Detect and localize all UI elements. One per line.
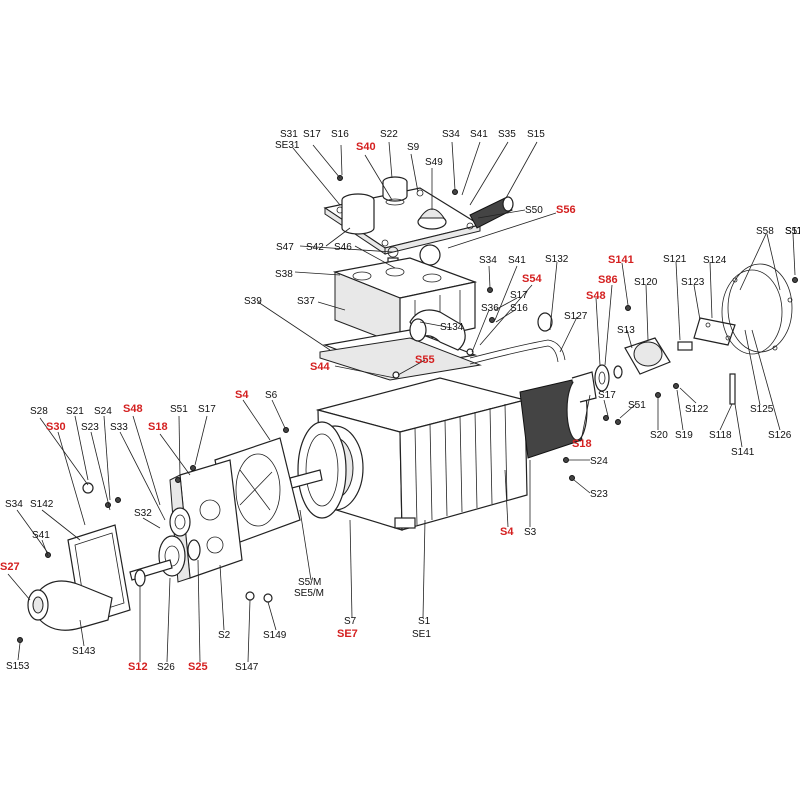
part-label-s47: S47 bbox=[276, 242, 294, 253]
part-label-s86: S86 bbox=[598, 274, 618, 286]
part-label-s19: S19 bbox=[675, 430, 693, 441]
part-label-s36: S36 bbox=[481, 303, 499, 314]
part-label-s44: S44 bbox=[310, 361, 330, 373]
part-label-s143: S143 bbox=[72, 646, 96, 657]
part-label-s27: S27 bbox=[0, 561, 20, 573]
part-label-s31: S31 bbox=[280, 129, 298, 140]
part-label-s51a: S51 bbox=[170, 404, 188, 415]
part-label-s132: S132 bbox=[545, 254, 569, 265]
part-label-se1: SE1 bbox=[412, 629, 431, 640]
part-label-s22: S22 bbox=[380, 129, 398, 140]
part-label-s24b: S24 bbox=[590, 456, 608, 467]
part-label-s17d: S17 bbox=[598, 390, 616, 401]
part-label-s48a: S48 bbox=[586, 290, 606, 302]
part-label-s124: S124 bbox=[703, 255, 727, 266]
part-label-s33: S33 bbox=[110, 422, 128, 433]
part-label-s142: S142 bbox=[30, 499, 54, 510]
part-label-s50: S50 bbox=[525, 205, 543, 216]
part-label-s153: S153 bbox=[6, 661, 30, 672]
part-label-s149: S149 bbox=[263, 630, 287, 641]
part-label-s38: S38 bbox=[275, 269, 293, 280]
part-label-s134: S134 bbox=[440, 322, 464, 333]
part-label-s39: S39 bbox=[244, 296, 262, 307]
part-label-s11: S11 bbox=[785, 226, 800, 237]
part-label-s51b: S51 bbox=[628, 400, 646, 411]
part-label-s24a: S24 bbox=[94, 406, 112, 417]
part-label-s4b: S4 bbox=[500, 526, 514, 538]
part-label-s34c: S34 bbox=[5, 499, 23, 510]
part-label-s28: S28 bbox=[30, 406, 48, 417]
part-label-s16a: S16 bbox=[331, 129, 349, 140]
bell-cover bbox=[27, 580, 113, 631]
part-label-s34a: S34 bbox=[442, 129, 460, 140]
pipe-s132 bbox=[469, 339, 566, 361]
part-label-s42: S42 bbox=[306, 242, 324, 253]
right-side-parts bbox=[594, 263, 793, 405]
part-label-s32: S32 bbox=[134, 508, 152, 519]
part-label-s6: S6 bbox=[265, 390, 278, 401]
part-label-s41c: S41 bbox=[32, 530, 50, 541]
part-label-se7: SE7 bbox=[337, 628, 358, 640]
part-label-s5m: S5/M bbox=[298, 577, 321, 588]
part-label-s26: S26 bbox=[157, 662, 175, 673]
part-label-s7: S7 bbox=[344, 616, 357, 627]
motor-can bbox=[519, 371, 597, 459]
cap-s54 bbox=[537, 312, 553, 332]
part-label-s37: S37 bbox=[297, 296, 315, 307]
part-label-s147: S147 bbox=[235, 662, 259, 673]
part-label-s118: S118 bbox=[709, 430, 732, 441]
part-label-s3: S3 bbox=[524, 527, 537, 538]
part-label-s16b: S16 bbox=[510, 303, 528, 314]
part-label-s18a: S18 bbox=[148, 421, 168, 433]
part-label-s9: S9 bbox=[407, 142, 420, 153]
part-label-s30: S30 bbox=[46, 421, 66, 433]
part-label-s56: S56 bbox=[556, 204, 576, 216]
part-label-s46: S46 bbox=[334, 242, 352, 253]
part-label-s120: S120 bbox=[634, 277, 658, 288]
part-label-s17c: S17 bbox=[198, 404, 216, 415]
part-label-s4a: S4 bbox=[235, 389, 249, 401]
part-label-s123: S123 bbox=[681, 277, 705, 288]
part-label-s20: S20 bbox=[650, 430, 668, 441]
part-label-s57: S57 bbox=[785, 226, 800, 237]
part-label-s2: S2 bbox=[218, 630, 231, 641]
part-label-s127: S127 bbox=[564, 311, 588, 322]
part-label-s13: S13 bbox=[617, 325, 635, 336]
part-label-s23b: S23 bbox=[590, 489, 608, 500]
part-label-s34b: S34 bbox=[479, 255, 497, 266]
part-label-s121: S121 bbox=[663, 254, 687, 265]
part-label-se5m: SE5/M bbox=[294, 588, 324, 599]
part-label-s55: S55 bbox=[415, 354, 435, 366]
part-label-s126: S126 bbox=[768, 430, 792, 441]
part-label-s141b: S141 bbox=[731, 447, 755, 458]
gasket-s5m bbox=[297, 421, 347, 519]
part-label-s41a: S41 bbox=[470, 129, 488, 140]
part-label-se31: SE31 bbox=[275, 140, 300, 151]
part-label-s35: S35 bbox=[498, 129, 516, 140]
leader-lines bbox=[7, 141, 796, 663]
part-label-s141a: S141 bbox=[608, 254, 634, 266]
part-label-s125: S125 bbox=[750, 404, 774, 415]
part-label-s21: S21 bbox=[66, 406, 84, 417]
part-label-s1: S1 bbox=[418, 616, 431, 627]
part-label-s17a: S17 bbox=[303, 129, 321, 140]
elbow-pipe bbox=[409, 309, 466, 351]
part-label-s58: S58 bbox=[756, 226, 774, 237]
part-label-s12: S12 bbox=[128, 661, 148, 673]
part-label-s54: S54 bbox=[522, 273, 542, 285]
part-label-s25: S25 bbox=[188, 661, 208, 673]
fasteners bbox=[17, 175, 798, 643]
part-label-s41b: S41 bbox=[508, 255, 526, 266]
spacer-plate bbox=[319, 337, 482, 381]
part-label-s17b: S17 bbox=[510, 290, 528, 301]
part-label-s23a: S23 bbox=[81, 422, 99, 433]
part-label-s18b: S18 bbox=[572, 438, 592, 450]
part-label-s40: S40 bbox=[356, 141, 376, 153]
part-label-s122: S122 bbox=[685, 404, 709, 415]
part-label-s48b: S48 bbox=[123, 403, 143, 415]
part-label-s49: S49 bbox=[425, 157, 443, 168]
part-label-s15: S15 bbox=[527, 129, 545, 140]
